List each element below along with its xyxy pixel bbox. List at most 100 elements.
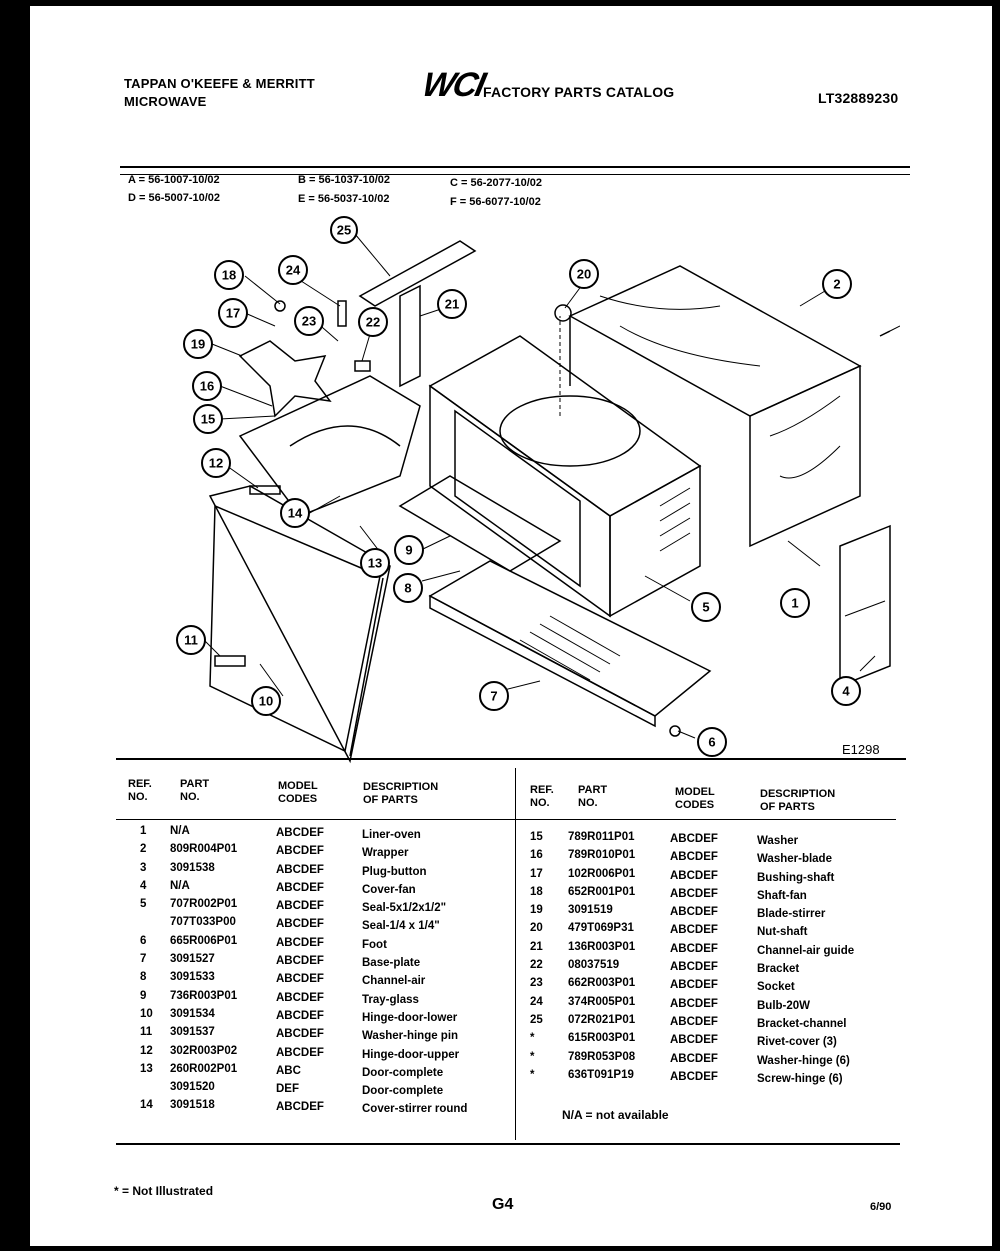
table-cell: Shaft-fan [757, 889, 807, 902]
table-cell: ABCDEF [276, 881, 324, 894]
callout-7: 7 [479, 681, 509, 711]
table-cell: ABCDEF [276, 918, 324, 931]
callout-16-label: 16 [200, 379, 214, 394]
table-cell: ABCDEF [670, 1052, 718, 1065]
table-cell: 3091519 [568, 904, 613, 917]
table-cell: 10 [140, 1007, 153, 1020]
table-cell: 25 [530, 1013, 543, 1026]
table-cell: * [530, 1068, 535, 1081]
stirrer-cover-arc [289, 425, 401, 447]
table-cell: 11 [140, 1026, 153, 1039]
table-cell: 662R003P01 [568, 977, 636, 990]
table-cell: ABCDEF [276, 936, 324, 949]
callout-15: 15 [193, 404, 223, 434]
liner-vents [659, 487, 691, 552]
table-cell: 136R003P01 [568, 940, 636, 953]
callout-12-label: 12 [209, 456, 223, 471]
callout-18: 18 [214, 260, 244, 290]
catalog-title: FACTORY PARTS CATALOG [483, 84, 675, 100]
table-cell: 3 [140, 861, 147, 874]
catalog-number: LT32889230 [818, 90, 899, 106]
table-cell: Seal-5x1/2x1/2" [362, 902, 447, 915]
table-cell: N/A [170, 879, 190, 892]
table-cell: Bushing-shaft [757, 871, 835, 884]
table-cell: ABCDEF [276, 955, 324, 968]
table-cell: N/A [170, 825, 190, 837]
table-cell: Bracket-channel [757, 1017, 847, 1030]
page-number: G4 [492, 1196, 514, 1213]
callout-20-label: 20 [577, 267, 591, 282]
table-cell: Channel-air guide [757, 944, 855, 957]
table-cell: 102R006P01 [568, 867, 636, 880]
header-rule [120, 166, 910, 175]
table-cell: Blade-stirrer [757, 908, 826, 921]
table-cell: 789R011P01 [568, 831, 635, 843]
table-bottom-rule [116, 1143, 900, 1145]
callout-10: 10 [251, 686, 281, 716]
callout-4: 4 [831, 676, 861, 706]
table-cell: Socket [757, 981, 795, 994]
leader-lines [202, 233, 900, 739]
callout-21: 21 [437, 289, 467, 319]
table-cell: Hinge-door-lower [362, 1011, 458, 1024]
callout-5-label: 5 [702, 600, 709, 615]
base-plate-lip [429, 594, 656, 728]
th-ref-left: REF.NO. [128, 778, 152, 803]
callout-14: 14 [280, 498, 310, 528]
glass-tray [398, 475, 562, 572]
table-cell: 260R002P01 [170, 1062, 238, 1075]
table-cell: 3091533 [170, 971, 215, 984]
callout-13: 13 [360, 548, 390, 578]
table-cell: ABCDEF [670, 997, 718, 1010]
table-cell: 4 [140, 879, 147, 892]
door-outline [208, 485, 391, 764]
callout-6: 6 [697, 727, 727, 757]
table-cell: 3091518 [170, 1099, 215, 1112]
table-cell: 19 [530, 904, 543, 917]
callout-9: 9 [394, 535, 424, 565]
table-cell: Plug-button [362, 865, 427, 878]
table-cell: ABCDEF [670, 924, 718, 937]
table-cell: 789R010P01 [568, 849, 636, 862]
revision-date: 6/90 [870, 1201, 892, 1213]
table-cell: 3091538 [170, 861, 215, 874]
callout-17-label: 17 [226, 306, 240, 321]
callout-17: 17 [218, 298, 248, 328]
table-cell: ABCDEF [670, 961, 718, 974]
table-cell: 636T091P19 [568, 1068, 634, 1081]
table-cell: Washer-hinge pin [362, 1030, 459, 1043]
table-cell: ABCDEF [276, 973, 324, 986]
na-note: N/A = not available [562, 1108, 669, 1122]
callout-23-label: 23 [302, 314, 316, 329]
diagram-drawing [202, 233, 900, 764]
callout-11-label: 11 [184, 633, 198, 648]
bracket-channel [358, 240, 477, 307]
table-cell: 1 [140, 825, 147, 837]
callout-25: 25 [330, 216, 358, 244]
hinge-door-lower [214, 655, 246, 667]
table-cell: 13 [140, 1062, 153, 1075]
table-cell [140, 913, 170, 931]
callout-25-label: 25 [337, 223, 351, 238]
door-edge [349, 577, 384, 757]
table-cell: ABCDEF [670, 869, 718, 882]
callout-4-label: 4 [842, 684, 850, 699]
table-cell: ABCDEF [276, 1101, 324, 1114]
table-cell: 12 [140, 1044, 153, 1057]
table-cell: 374R005P01 [568, 995, 636, 1008]
table-cell: 652R001P01 [568, 885, 636, 898]
table-cell: ABCDEF [276, 900, 324, 913]
door-panel [209, 504, 381, 753]
table-cell: Hinge-door-upper [362, 1048, 460, 1061]
table-cell: 707T033P00 [170, 916, 236, 929]
callout-24: 24 [278, 255, 308, 285]
table-cell: 17 [530, 867, 543, 880]
table-cell: 6 [140, 934, 147, 947]
table-cell: Door-complete [362, 1066, 444, 1079]
table-cell: Cover-fan [362, 883, 416, 896]
table-cell: 3091527 [170, 953, 215, 966]
liner-front [429, 384, 611, 618]
